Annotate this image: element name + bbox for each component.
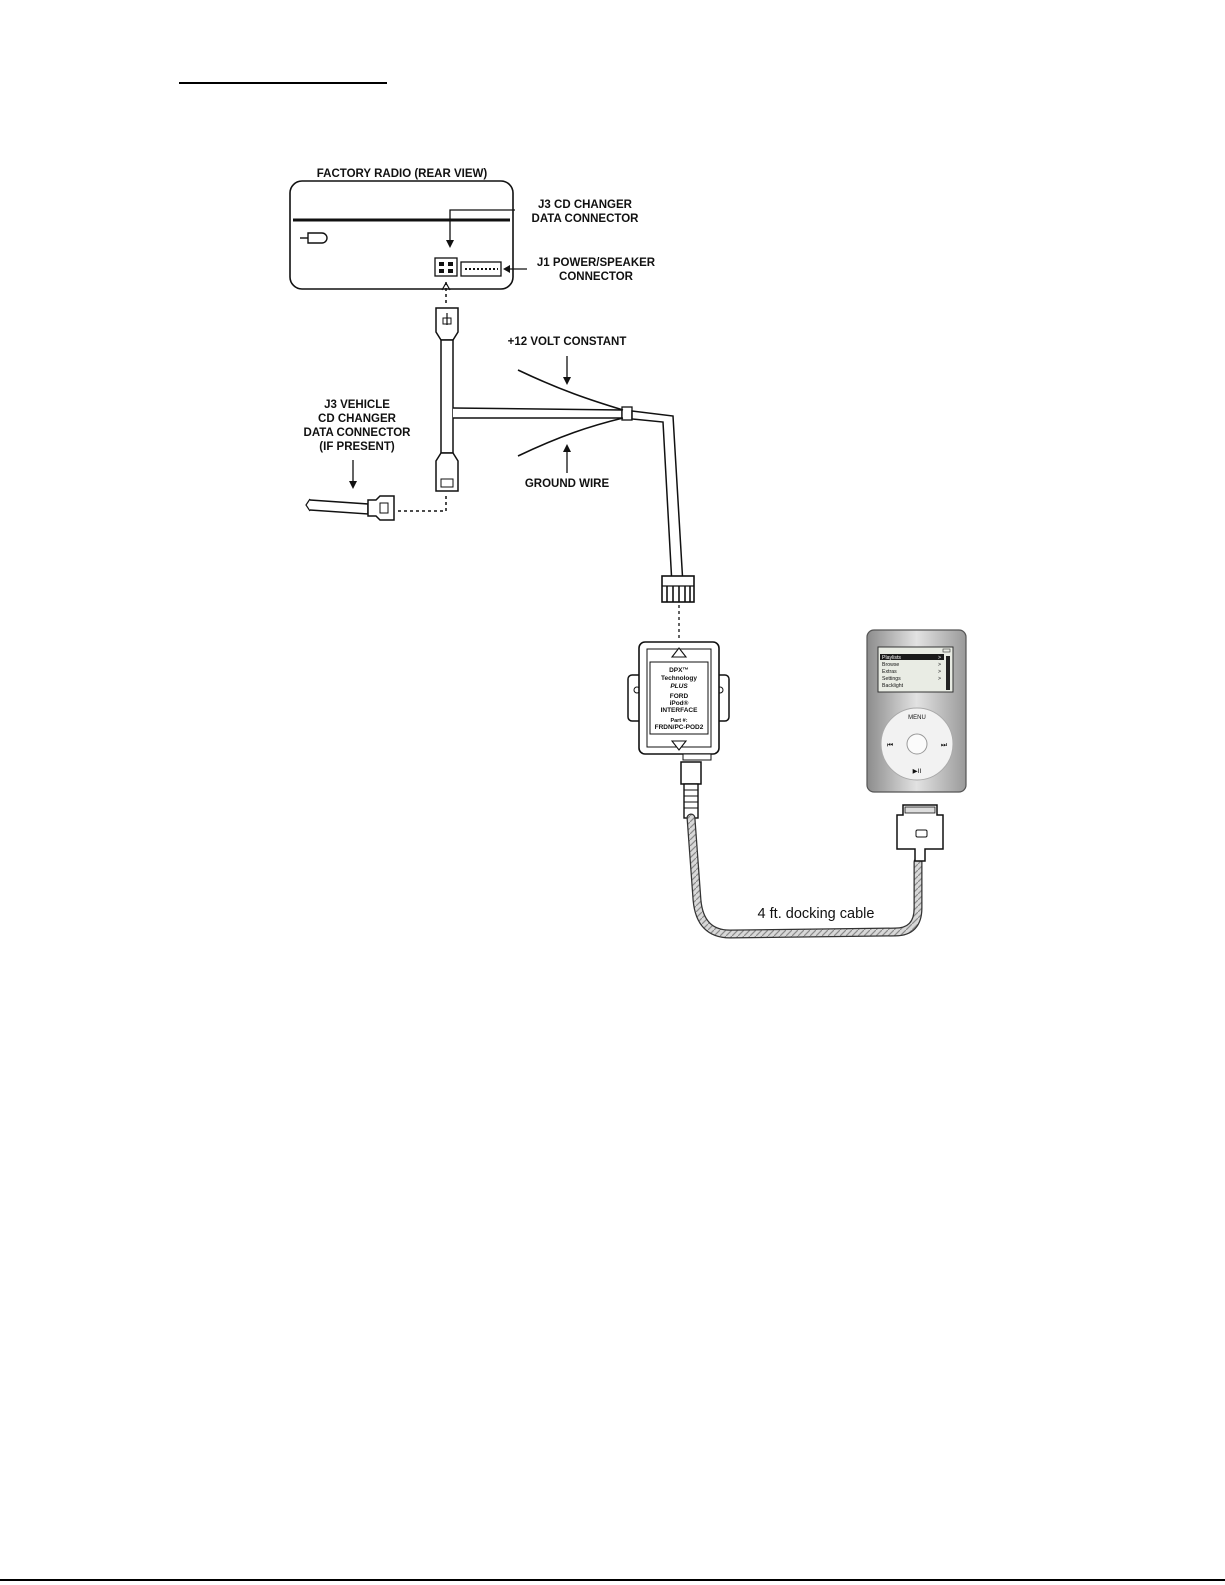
j1-port [460,261,502,277]
down-arrow-icon [670,740,688,751]
j3-vehicle-label-line3: DATA CONNECTOR [304,427,412,439]
factory-radio-label: FACTORY RADIO (REAR VIEW) [317,168,488,180]
j3-leader-arrow [446,240,454,248]
ipod-menu-item-2: Browse [882,662,899,668]
ipod-next-icon: ⏭ [941,741,948,749]
ipod-chevron-icon-4: > [938,676,941,682]
j3-port [434,257,458,277]
plus12v-label: +12 VOLT CONSTANT [508,336,627,348]
ipod-previous-icon: ⏮ [887,741,893,749]
ipod-menu-item-4: Settings [882,676,901,682]
vehicle-cd-connector [305,494,447,521]
product-interface: INTERFACE [661,707,699,714]
part-number: FRDN/PC-POD2 [655,724,704,731]
j3-connector-label-line2: DATA CONNECTOR [532,213,640,225]
j1-connector-label-line2: CONNECTOR [559,271,634,283]
up-arrow-icon [670,647,688,658]
ipod-menu-item-3: Extras [882,669,897,675]
ground-arrow-head [563,444,571,452]
factory-radio [289,180,514,290]
part-label: Part #: [670,718,687,724]
ipod-mini [866,629,967,793]
j3-leader-line [449,209,515,243]
antenna-jack-icon [300,232,328,244]
product-ipod: iPod® [670,699,689,707]
interface-box [627,641,730,761]
ipod-chevron-icon-2: > [938,662,941,668]
ipod-chevron-icon-3: > [938,669,941,675]
ground-wire-label: GROUND WIRE [525,478,610,490]
j3-connector-label-line1: J3 CD CHANGER [538,199,633,211]
j1-connector-label-line1: J1 POWER/SPEAKER [537,257,656,269]
ipod-menu-button: MENU [908,715,926,721]
header-rule [179,82,387,84]
j3-vehicle-label-line1: J3 VEHICLE [324,399,390,411]
dpx-plus: PLUS [670,683,688,690]
j3-vehicle-label-line4: (IF PRESENT) [319,441,395,453]
j3-vehicle-arrow-head [349,481,357,489]
j1-leader-arrow [503,265,510,273]
dpx-technology: Technology [661,675,697,682]
plus12v-arrow-head [563,377,571,385]
ipod-menu-item-5: Backlight [882,683,904,689]
j3-vehicle-label-line2: CD CHANGER [318,413,397,425]
docking-cable [680,761,944,939]
dpx-brand: DPX™ [669,667,689,674]
ipod-chevron-icon-1: > [938,655,941,661]
product-ford: FORD [670,693,689,700]
harness [435,281,695,640]
footer-rule [0,1579,1225,1581]
ipod-menu-item-1: Playlists [882,655,901,661]
docking-cable-label: 4 ft. docking cable [758,906,875,922]
ipod-play-pause-icon: ▶II [913,767,922,775]
